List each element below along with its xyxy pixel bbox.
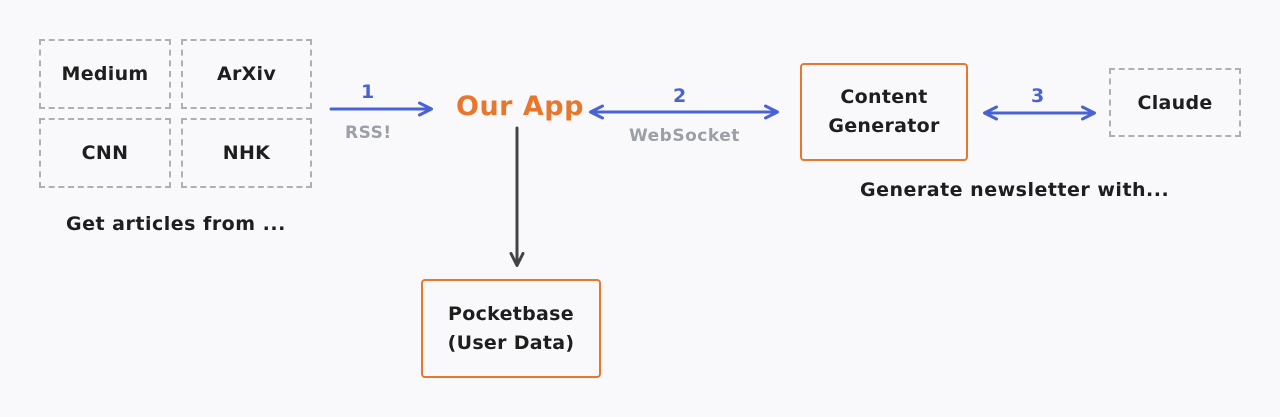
- source-arxiv-label: ArXiv: [216, 63, 277, 85]
- pocketbase-box: Pocketbase (User Data): [421, 279, 601, 378]
- step-2-protocol: WebSocket: [629, 126, 740, 146]
- step-2-number: 2: [673, 85, 687, 107]
- source-nhk: NHK: [181, 118, 312, 188]
- step-3-number: 3: [1031, 85, 1045, 107]
- source-medium: Medium: [39, 39, 171, 109]
- source-medium-label: Medium: [61, 63, 149, 85]
- claude-box: Claude: [1109, 68, 1241, 137]
- content-generator-box: Content Generator: [800, 63, 968, 161]
- sources-caption: Get articles from ...: [66, 213, 286, 235]
- source-nhk-label: NHK: [222, 142, 271, 164]
- generator-caption: Generate newsletter with...: [860, 179, 1170, 201]
- pocketbase-line-1: Pocketbase: [448, 302, 574, 325]
- source-arxiv: ArXiv: [181, 39, 312, 109]
- step-1-protocol: RSS!: [345, 123, 392, 143]
- claude-label: Claude: [1137, 91, 1213, 114]
- source-cnn-label: CNN: [81, 142, 129, 164]
- pocketbase-line-2: (User Data): [447, 331, 575, 354]
- app-title: Our App: [456, 91, 584, 122]
- source-cnn: CNN: [39, 118, 171, 188]
- step-1-number: 1: [361, 81, 375, 103]
- generator-line-2: Generator: [828, 115, 940, 137]
- generator-line-1: Content: [840, 86, 928, 108]
